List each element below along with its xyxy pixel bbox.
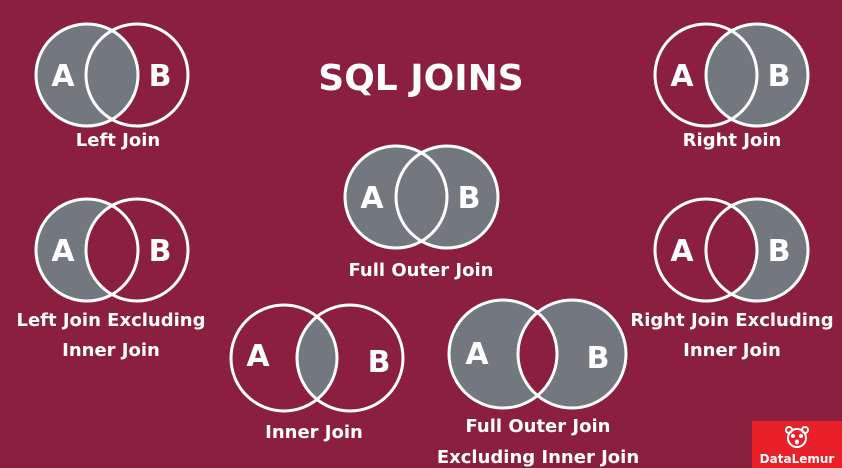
full-outer-excluding-label-1: Full Outer Join (466, 416, 611, 437)
set-b-label: B (149, 59, 172, 94)
set-b-label: B (587, 341, 610, 376)
set-a-label: A (51, 59, 75, 94)
full-outer-join-diagram: A B Full Outer Join (343, 144, 500, 281)
page-title: SQL JOINS (318, 58, 523, 99)
right-join-diagram: A B Right Join (653, 22, 810, 151)
set-b-label: B (458, 181, 481, 216)
right-join-excluding-diagram: A B Right Join Excluding Inner Join (630, 197, 834, 361)
right-join-excluding-label-2: Inner Join (683, 340, 781, 361)
left-join-label: Left Join (76, 130, 160, 151)
set-a-label: A (246, 339, 270, 374)
left-join-diagram: A B Left Join (34, 22, 190, 151)
full-outer-join-label: Full Outer Join (349, 260, 494, 281)
set-a-label: A (670, 234, 694, 269)
set-b-label: B (149, 234, 172, 269)
inner-join-label: Inner Join (265, 422, 363, 443)
left-join-excluding-label-2: Inner Join (62, 340, 160, 361)
left-join-excluding-diagram: A B Left Join Excluding Inner Join (16, 197, 206, 361)
set-a-label: A (360, 181, 384, 216)
set-a-label: A (51, 234, 75, 269)
logo-text: DataLemur (759, 452, 835, 466)
full-outer-excluding-diagram: A B Full Outer Join Excluding Inner Join (437, 298, 639, 468)
full-outer-excluding-label-2: Excluding Inner Join (437, 447, 639, 468)
right-join-excluding-label-1: Right Join Excluding (630, 310, 833, 331)
set-a-label: A (670, 59, 694, 94)
left-join-excluding-label-1: Left Join Excluding (16, 310, 205, 331)
inner-join-diagram: A B Inner Join (229, 303, 405, 443)
set-b-label: B (768, 59, 791, 94)
set-b-label: B (768, 234, 791, 269)
datalemur-logo: DataLemur (752, 421, 842, 468)
lemur-icon (785, 426, 809, 448)
set-a-label: A (465, 337, 489, 372)
set-b-label: B (368, 345, 391, 380)
right-join-label: Right Join (683, 130, 782, 151)
